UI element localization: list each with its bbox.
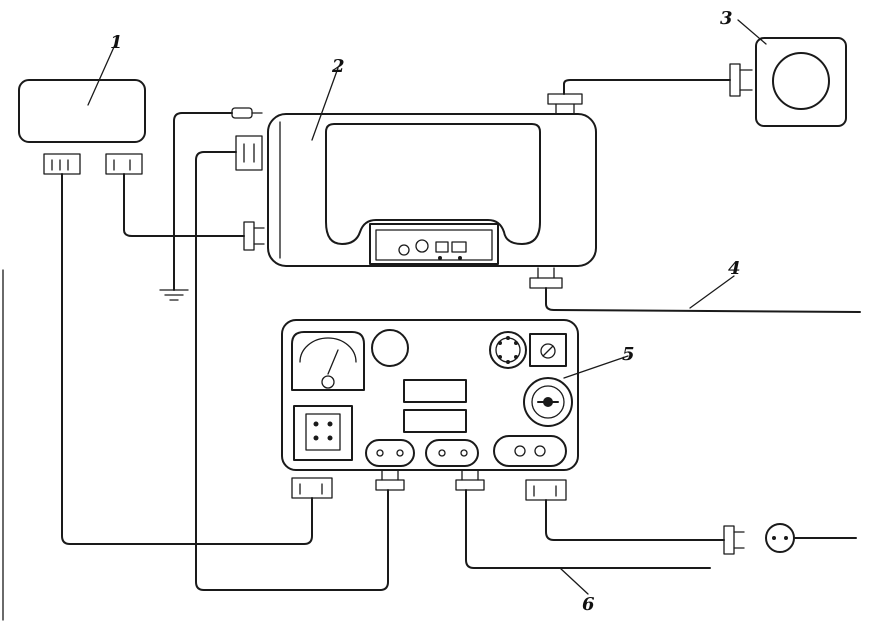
unit-1-connector-right (105, 153, 143, 175)
callout-1-leader (87, 37, 119, 106)
housing-connector-side (235, 135, 263, 171)
socket-square-icon (293, 405, 353, 461)
callout-5-leader (563, 355, 629, 379)
power-plug-icon (723, 525, 745, 555)
ground-symbol-icon (159, 289, 189, 301)
cable-ground (173, 112, 233, 291)
valve-socket-icon (489, 331, 527, 369)
socket-oval-3 (493, 435, 567, 467)
meter-icon (291, 331, 365, 391)
panel-plug-1 (375, 469, 405, 491)
cable-power (545, 499, 725, 541)
round-indicator (371, 329, 409, 367)
label-3: 3 (720, 8, 733, 29)
cable-4 (545, 287, 861, 313)
square-knob (529, 333, 567, 367)
callout-2-leader (311, 67, 339, 141)
housing-plug-bottom (529, 267, 563, 289)
unit-1-box (18, 37, 146, 143)
socket-oval-2 (425, 439, 479, 467)
label-plate-bottom (403, 409, 467, 433)
label-plate-top (403, 379, 467, 403)
rotary-switch-icon (523, 377, 573, 427)
label-1: 1 (110, 32, 123, 53)
panel-connector-left (291, 477, 333, 499)
callout-3-leader (737, 19, 767, 45)
cable-1-right-to-housing (123, 173, 245, 237)
power-outlet-icon (765, 523, 795, 553)
label-5: 5 (622, 344, 635, 365)
panel-connector-right (525, 479, 567, 501)
housing-plug-top (547, 93, 583, 115)
cable-speaker (563, 79, 731, 95)
callout-6-leader (559, 567, 589, 595)
panel-plug-2 (455, 469, 485, 491)
housing-plug-left (243, 221, 265, 251)
unit-2-housing (267, 67, 597, 267)
control-panel (281, 319, 629, 471)
speaker-plug (729, 63, 753, 97)
socket-oval-1 (365, 439, 415, 467)
cable-housing-to-panel (195, 151, 389, 591)
label-6: 6 (582, 594, 595, 615)
label-4: 4 (728, 258, 741, 279)
cable-6 (465, 489, 711, 569)
label-2: 2 (331, 56, 345, 77)
housing-small-plug-top (231, 107, 263, 119)
cable-1-left-to-panel (61, 173, 313, 545)
unit-3-speaker (737, 19, 847, 127)
unit-1-connector-left (43, 153, 81, 175)
callout-4-leader (689, 275, 735, 309)
